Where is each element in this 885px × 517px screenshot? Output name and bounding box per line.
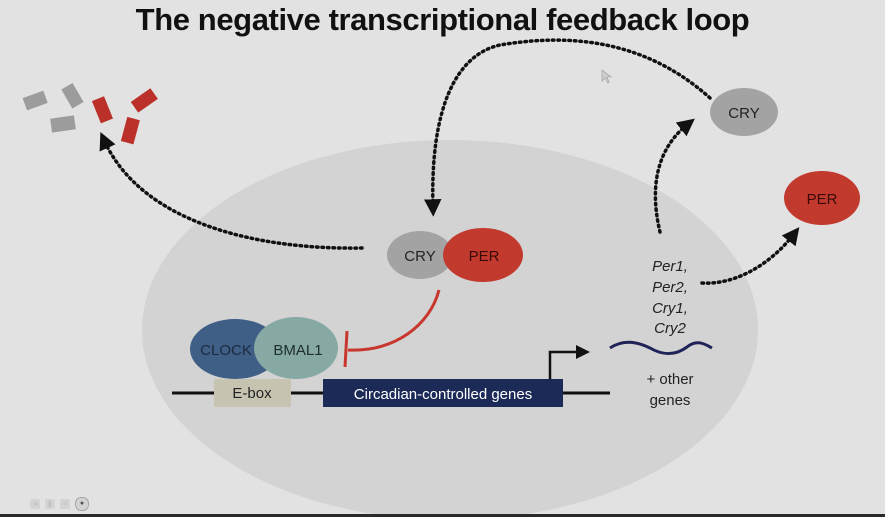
nuclear-import-arrow: [423, 38, 712, 217]
cytoplasm-cry-label: CRY: [728, 105, 759, 122]
transcript-per1: Per1,: [652, 258, 688, 275]
cry-translation-arrow: [653, 118, 695, 234]
inhibition-bar: [343, 330, 349, 368]
fragment-gray: [22, 90, 48, 111]
player-controls: ◂ ▮ ≡ ●: [30, 497, 89, 511]
inhibition-line: [347, 289, 441, 352]
fragment-red: [91, 96, 113, 124]
transcript-per2: Per2,: [652, 279, 688, 296]
ebox-label: E-box: [232, 385, 272, 402]
nucleus: [142, 140, 758, 517]
transcript-cry1: Cry1,: [652, 300, 688, 317]
bottom-border: [0, 514, 885, 517]
fragment-red: [120, 116, 140, 145]
genes-box-label: Circadian-controlled genes: [354, 386, 532, 403]
other-genes-line2: genes: [650, 392, 691, 409]
fragment-gray: [61, 82, 84, 109]
transcript-cry2: Cry2: [654, 320, 686, 337]
other-genes-line1: + other: [646, 371, 693, 388]
transcription-start-arrow: [548, 350, 578, 379]
mrna-wave: [609, 340, 713, 355]
volume-icon[interactable]: ◂: [30, 499, 40, 509]
degradation-fragments: [22, 82, 158, 145]
fragment-red: [130, 88, 158, 113]
cytoplasm-cry: [710, 88, 778, 136]
cc-icon[interactable]: ●: [75, 497, 89, 511]
complex-per-label: PER: [469, 248, 500, 265]
settings-icon[interactable]: ▮: [45, 499, 55, 509]
menu-icon[interactable]: ≡: [60, 499, 70, 509]
per-translation-arrow: [700, 227, 800, 285]
degradation-arrow: [99, 132, 364, 250]
ebox: [214, 379, 291, 407]
transcription-arrowhead: [576, 345, 590, 359]
clock: [190, 319, 280, 379]
genes-box: [323, 379, 563, 407]
bmal1-label: BMAL1: [273, 342, 322, 359]
cytoplasm-per: [784, 171, 860, 225]
mouse-cursor-icon: [601, 69, 612, 84]
bmal1: [254, 317, 338, 379]
complex-cry: [387, 231, 453, 279]
slide-title: The negative transcriptional feedback lo…: [135, 2, 750, 37]
fragment-gray: [50, 115, 76, 133]
complex-per: [443, 228, 523, 282]
complex-cry-label: CRY: [404, 248, 435, 265]
clock-label: CLOCK: [200, 342, 252, 359]
cytoplasm-per-label: PER: [807, 191, 838, 208]
